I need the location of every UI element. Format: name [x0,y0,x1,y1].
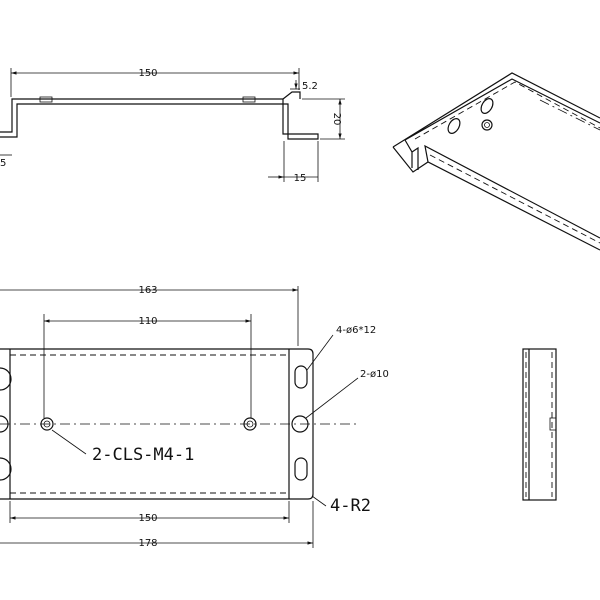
iso-centerline [539,99,600,131]
flange-lip [282,91,301,100]
front-view: 150 5.2 20 15 5 [0,68,345,184]
fastener-right-inner [246,420,254,428]
side-outline [522,348,557,501]
dim-overall-top-label: 163 [138,285,157,296]
fastener-left [40,417,54,431]
fastener-left-inner [43,420,51,428]
hole-right [291,415,309,433]
callout-holes: 2-ø10 [360,369,389,380]
dim-flange-width-label: 15 [294,173,307,184]
bracket-profile [0,98,319,140]
iso-base-plate [392,144,600,251]
leader-holes [305,377,359,419]
iso-slot [447,118,461,134]
plate-outline [0,348,314,500]
top-view: 163 110 150 178 4-ø6*12 2-ø10 2-CLS-M4-1… [0,285,389,549]
isometric-view [392,72,600,251]
iso-hidden-base [429,154,600,244]
iso-left-tab [404,139,419,170]
callout-slots: 4-ø6*12 [336,325,376,336]
dim-hole-spacing-label: 110 [138,316,157,327]
slot-right-top [294,365,308,389]
fastener-right [243,417,257,431]
callout-fasteners: 2-CLS-M4-1 [92,445,194,465]
iso-slot [480,98,494,114]
slot-left-top [0,367,12,391]
dim-width-label: 150 [138,68,157,79]
tab-left [39,96,53,103]
iso-fastener-inner [484,122,490,128]
leader-radius [311,495,327,507]
dim-flange-height-label: 5.2 [302,81,318,92]
dim-overall-bottom-label: 178 [138,538,157,549]
callout-radius: 4-R2 [330,496,371,516]
slot-right-bottom [294,457,308,481]
iso-fastener [481,119,493,131]
leader-slots [306,334,334,371]
iso-back-wall [392,72,600,148]
dim-total-height-label: 20 [331,113,342,126]
side-view [522,348,557,501]
dim-left-cut-label: 5 [0,158,6,169]
hole-left [0,415,9,433]
iso-hidden-edge [414,81,600,140]
slot-left-bottom [0,457,12,481]
tab-right [242,96,256,103]
side-tab [549,417,557,431]
dim-inner-width-label: 150 [138,513,157,524]
leader-fasteners [51,429,87,455]
